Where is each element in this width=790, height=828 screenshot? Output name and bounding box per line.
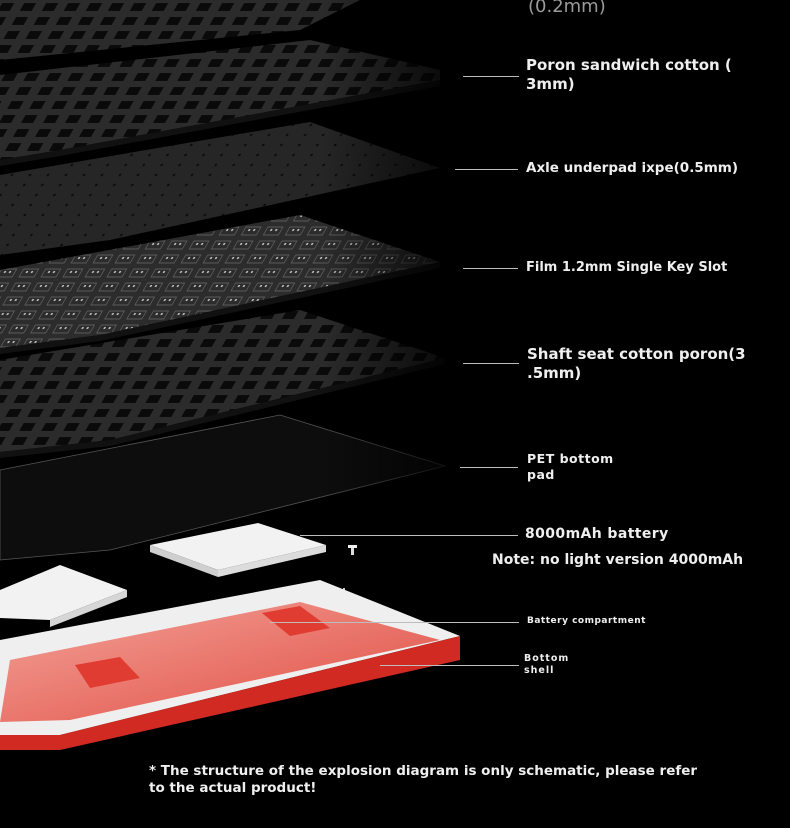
leader-axle <box>455 169 518 170</box>
battery-note: Note: no light version 4000mAh <box>492 552 744 568</box>
leader-pet <box>460 467 518 468</box>
bottom-shell <box>0 580 460 750</box>
label-shaft-poron: Shaft seat cotton poron(3 .5mm) <box>527 345 746 382</box>
battery-packs <box>0 523 326 627</box>
label-bottom-shell: Bottom shell <box>524 653 570 676</box>
leader-film <box>463 268 518 269</box>
label-poron-sandwich: Poron sandwich cotton ( 3mm) <box>526 56 732 93</box>
label-battery: 8000mAh battery <box>525 526 669 542</box>
label-axle-underpad: Axle underpad ixpe(0.5mm) <box>526 160 739 176</box>
leader-shaft <box>463 363 519 364</box>
leader-compartment <box>270 622 519 623</box>
leader-poron <box>463 76 519 77</box>
leader-battery <box>300 535 518 536</box>
label-top-layer: (0.2mm) <box>528 0 606 17</box>
leader-shell <box>380 665 519 666</box>
label-pet-pad: PET bottom pad <box>527 451 614 482</box>
label-film-keyslot: Film 1.2mm Single Key Slot <box>526 260 728 275</box>
label-battery-compartment: Battery compartment <box>527 616 646 626</box>
footnote-disclaimer: * The structure of the explosion diagram… <box>149 763 698 796</box>
